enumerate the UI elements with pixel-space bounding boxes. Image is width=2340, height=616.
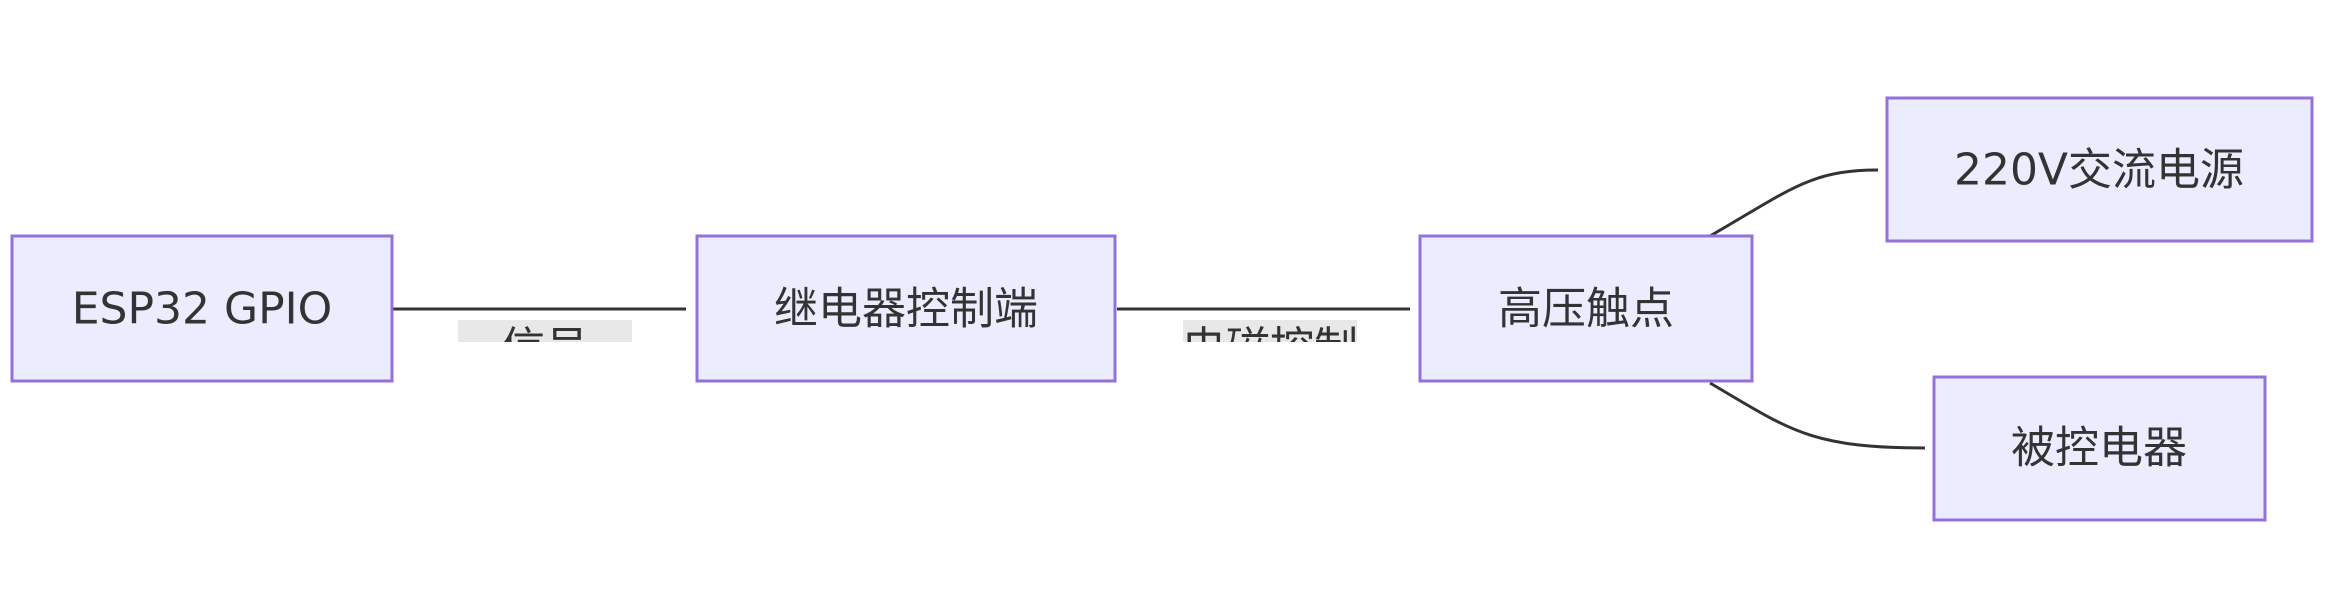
node-relay-control: 继电器控制端 <box>695 234 1117 383</box>
edge-contact-to-load <box>1709 381 1926 450</box>
node-esp32-gpio: ESP32 GPIO <box>10 234 394 383</box>
edge-label-signal: 信号 <box>458 320 632 374</box>
edge-label-signal-text: 信号 <box>501 323 589 374</box>
node-ac-power: 220V交流电源 <box>1885 96 2314 243</box>
edge-contact-to-ac-power <box>1709 168 1879 238</box>
node-controlled-appliance: 被控电器 <box>1932 375 2267 522</box>
node-relay-control-label: 继电器控制端 <box>774 284 1038 335</box>
node-esp32-gpio-label: ESP32 GPIO <box>72 284 332 335</box>
node-controlled-appliance-label: 被控电器 <box>2011 423 2187 474</box>
node-high-voltage-contact-label: 高压触点 <box>1498 284 1674 335</box>
node-ac-power-label: 220V交流电源 <box>1954 145 2244 196</box>
edge-label-electromagnetic-text: 电磁控制 <box>1182 323 1358 374</box>
edge-label-electromagnetic: 电磁控制 <box>1182 320 1358 374</box>
node-high-voltage-contact: 高压触点 <box>1418 234 1754 383</box>
